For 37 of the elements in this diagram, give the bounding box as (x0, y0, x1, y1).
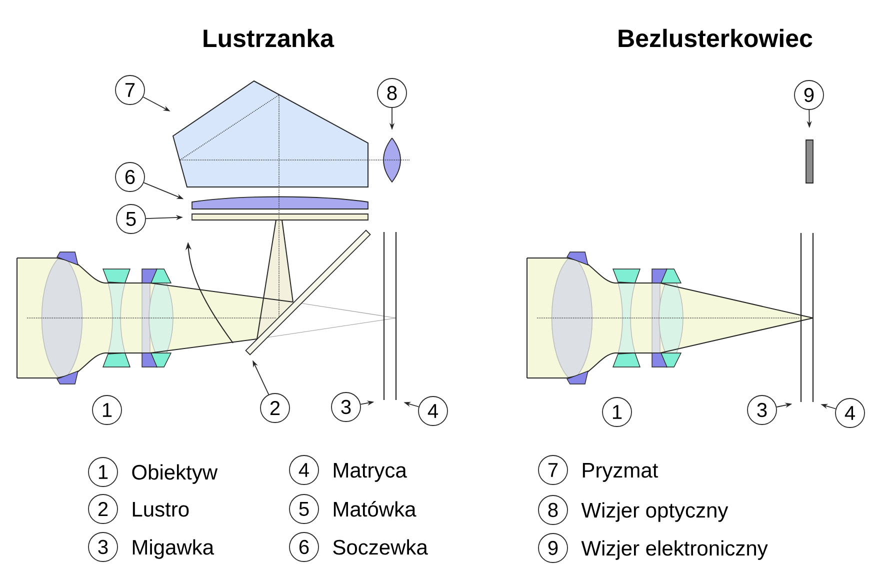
callout-number: 6 (115, 162, 145, 192)
callout-number: 1 (92, 395, 122, 425)
callout-number: 3 (747, 395, 777, 425)
condenser-lens (192, 196, 368, 210)
callout-number: 4 (418, 396, 448, 426)
part-name: Soczewka (333, 539, 428, 555)
heading: Lustrzanka (204, 28, 334, 48)
callout-number: 5 (116, 204, 146, 234)
key-number: 4 (289, 455, 319, 485)
callout-number: 9 (794, 80, 824, 110)
focusing-screen (192, 214, 368, 220)
callout-number: 1 (602, 397, 632, 427)
key-number: 8 (538, 495, 568, 525)
part-name: Matówka (334, 501, 416, 517)
eyepiece-lens (383, 138, 401, 182)
part-name: Matryca (334, 463, 407, 482)
key-number: 3 (88, 532, 118, 562)
part-name: Pryzmat (582, 463, 658, 482)
key-number: 7 (538, 455, 568, 485)
part-name: Migawka (132, 539, 214, 559)
reflex-mirror (245, 230, 371, 356)
key-number: 6 (289, 532, 319, 562)
callout-number: 8 (377, 78, 407, 108)
key-number: 1 (88, 457, 118, 487)
part-name: Wizjer optyczny (581, 502, 728, 522)
callout-number: 4 (835, 398, 865, 428)
viewfinder-display (806, 140, 814, 184)
part-name: Obiektyw (132, 464, 218, 484)
key-number: 2 (88, 494, 118, 524)
heading: Bezlusterkowiec (618, 28, 812, 48)
callout-number: 2 (260, 393, 290, 423)
callout-number: 7 (115, 75, 145, 105)
key-number: 9 (538, 533, 568, 563)
callout-number: 3 (331, 392, 361, 422)
part-name: Lustro (132, 502, 189, 517)
key-number: 5 (289, 494, 319, 524)
part-name: Wizjer elektroniczny (581, 540, 768, 560)
